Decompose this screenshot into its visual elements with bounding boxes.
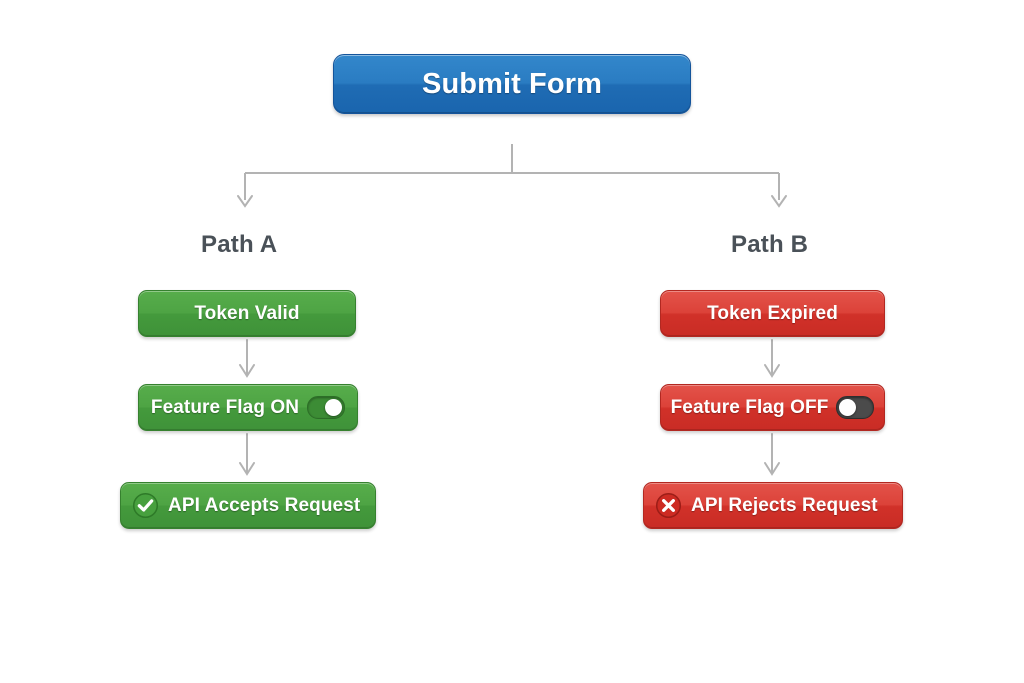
node-api-rejects-request-label: API Rejects Request [691,494,878,516]
toggle-knob [839,399,857,416]
submit-form-label: Submit Form [422,67,602,100]
path-a-heading: Path A [201,231,278,258]
arrowhead-b2-b3 [764,462,780,476]
node-token-valid-label: Token Valid [194,302,300,324]
arrowhead-a2-a3 [239,462,255,476]
arrowhead-a1-a2 [239,364,255,378]
submit-form-button[interactable]: Submit Form [333,54,691,114]
arrowhead-right-branch [771,195,787,208]
toggle-on-icon[interactable] [307,396,346,419]
arrowhead-b1-b2 [764,364,780,378]
check-circle-icon [132,492,159,519]
node-token-expired[interactable]: Token Expired [660,290,885,337]
arrowhead-left-branch [237,195,253,208]
toggle-off-icon[interactable] [836,396,875,419]
node-feature-flag-on[interactable]: Feature Flag ON [138,384,358,431]
node-token-valid[interactable]: Token Valid [138,290,356,337]
node-api-accepts-request-label: API Accepts Request [168,494,361,516]
node-feature-flag-on-label: Feature Flag ON [150,396,300,418]
x-circle-icon [655,492,682,519]
node-token-expired-label: Token Expired [707,302,838,324]
node-api-rejects-request[interactable]: API Rejects Request [643,482,903,529]
node-feature-flag-off-label: Feature Flag OFF [670,396,829,418]
path-b-heading: Path B [731,231,809,258]
node-api-accepts-request[interactable]: API Accepts Request [120,482,376,529]
toggle-knob [325,399,343,416]
node-feature-flag-off[interactable]: Feature Flag OFF [660,384,885,431]
